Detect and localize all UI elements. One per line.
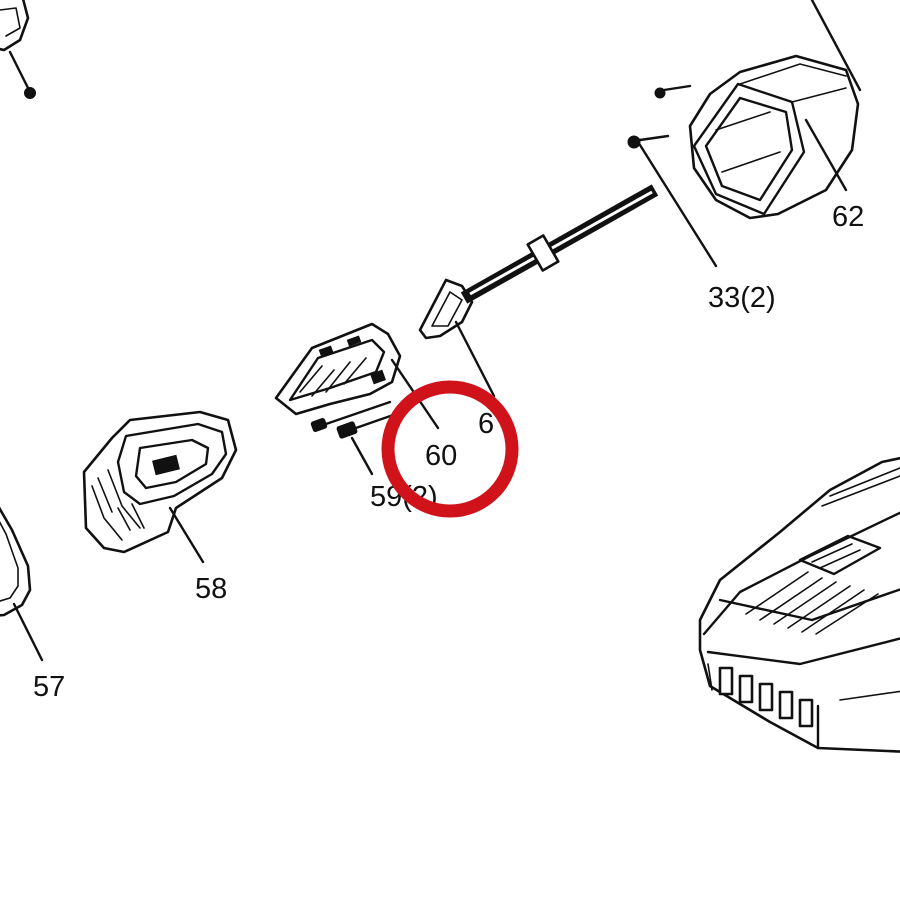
part-61-cable-connector	[418, 184, 659, 340]
leader-58	[168, 506, 205, 564]
part-59-screws	[310, 400, 398, 439]
label-62: 62	[832, 201, 864, 233]
part-60-terminal-block	[274, 322, 402, 416]
part-58-battery-pack	[82, 410, 238, 554]
label-61: 6	[478, 408, 494, 440]
part-top-left-fragment	[0, 0, 30, 52]
part-57-housing-edge	[0, 506, 32, 617]
leader-59	[350, 436, 374, 476]
leader-61	[454, 320, 496, 398]
leader-57	[12, 602, 44, 662]
label-33: 33(2)	[708, 282, 776, 314]
part-charger-base	[698, 456, 900, 753]
part-33-screws	[627, 84, 692, 149]
label-58: 58	[195, 573, 227, 605]
leader-62	[804, 118, 848, 192]
highlight-circle	[381, 380, 519, 518]
screw-top-left	[8, 50, 36, 99]
leader-33	[638, 143, 718, 268]
label-57: 57	[33, 671, 65, 703]
label-60: 60	[425, 440, 457, 472]
part-62-housing	[688, 0, 862, 220]
